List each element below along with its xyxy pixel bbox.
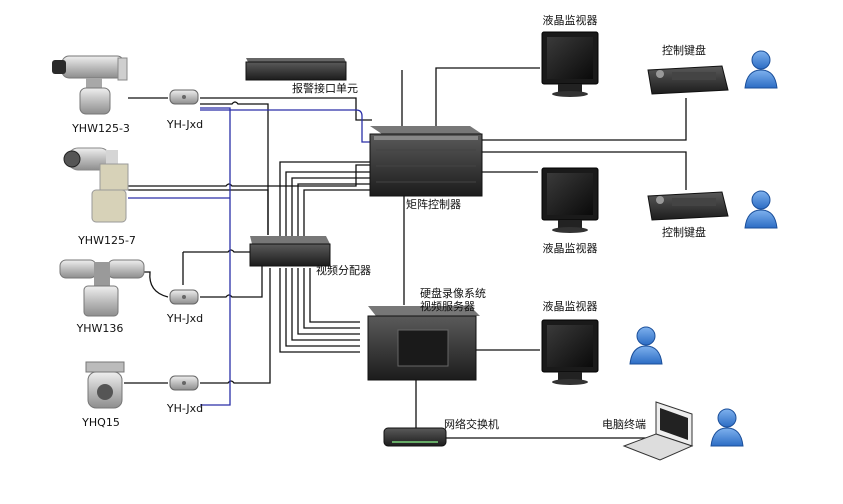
junction-box-2	[169, 289, 199, 305]
monitor-label: 液晶监视器	[542, 14, 598, 27]
camera-yhq15	[85, 361, 125, 409]
pc-terminal	[622, 401, 694, 461]
lcd-monitor-2	[541, 167, 599, 233]
alarm-interface-label: 报警接口单元	[292, 82, 358, 95]
monitor-label: 液晶监视器	[542, 300, 598, 313]
junction-box-3	[169, 375, 199, 391]
junction-box-label: YH-Jxd	[166, 118, 204, 131]
video-distributor	[249, 236, 331, 267]
network-switch-label: 网络交换机	[444, 418, 499, 431]
connection-wires	[124, 67, 687, 439]
camera-label-yhw136: YHW136	[76, 322, 124, 335]
lcd-monitor-1	[541, 31, 599, 97]
dvr-label-line2: 视频服务器	[420, 300, 475, 313]
camera-yhw125-7	[63, 147, 129, 223]
video-distributor-label: 视频分配器	[316, 264, 371, 277]
dvr-label-line1: 硬盘录像系统	[420, 287, 486, 300]
keyboard-label: 控制键盘	[662, 226, 706, 239]
camera-label-yhw125-7: YHW125-7	[78, 234, 136, 247]
user-icon	[629, 326, 663, 365]
alarm-interface-unit	[245, 58, 347, 81]
junction-box-label: YH-Jxd	[166, 402, 204, 415]
junction-box-label: YH-Jxd	[166, 312, 204, 325]
lcd-monitor-3	[541, 319, 599, 385]
keyboard-label: 控制键盘	[662, 44, 706, 57]
matrix-controller-label: 矩阵控制器	[406, 198, 461, 211]
user-icon	[744, 190, 778, 229]
camera-label-yhq15: YHQ15	[82, 416, 120, 429]
alarm-wires	[128, 107, 372, 406]
camera-yhw125-3	[52, 55, 128, 115]
junction-box-1	[169, 89, 199, 105]
network-switch	[383, 427, 447, 447]
dvr-server	[367, 306, 480, 381]
pc-terminal-label: 电脑终端	[602, 418, 646, 431]
user-icon	[744, 50, 778, 89]
control-keyboard-1	[647, 65, 729, 95]
camera-yhw136	[59, 259, 145, 317]
user-icon	[710, 408, 744, 447]
monitor-label: 液晶监视器	[542, 242, 598, 255]
matrix-controller	[369, 126, 483, 197]
camera-label-yhw125-3: YHW125-3	[72, 122, 130, 135]
control-keyboard-2	[647, 191, 729, 221]
